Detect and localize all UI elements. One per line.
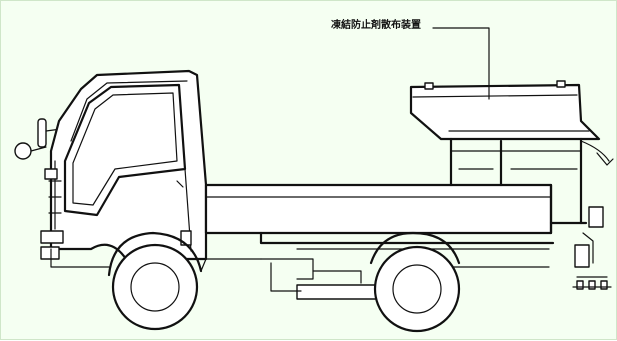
- truck: [14, 69, 555, 333]
- rear-wheel: [369, 231, 461, 333]
- hopper: [409, 83, 601, 141]
- spinner-spout: [572, 206, 612, 290]
- callout-label: 凍結防止剤散布装置: [331, 20, 421, 31]
- side-mirror: [14, 118, 62, 160]
- cab-window: [63, 83, 187, 217]
- spreader-frame: [449, 137, 588, 235]
- front-wheel: [107, 231, 203, 331]
- cargo-deck: [204, 183, 553, 235]
- antifreeze-spreader: [409, 27, 614, 290]
- callout-leader-line: [432, 27, 490, 100]
- front-bumper: [40, 160, 64, 260]
